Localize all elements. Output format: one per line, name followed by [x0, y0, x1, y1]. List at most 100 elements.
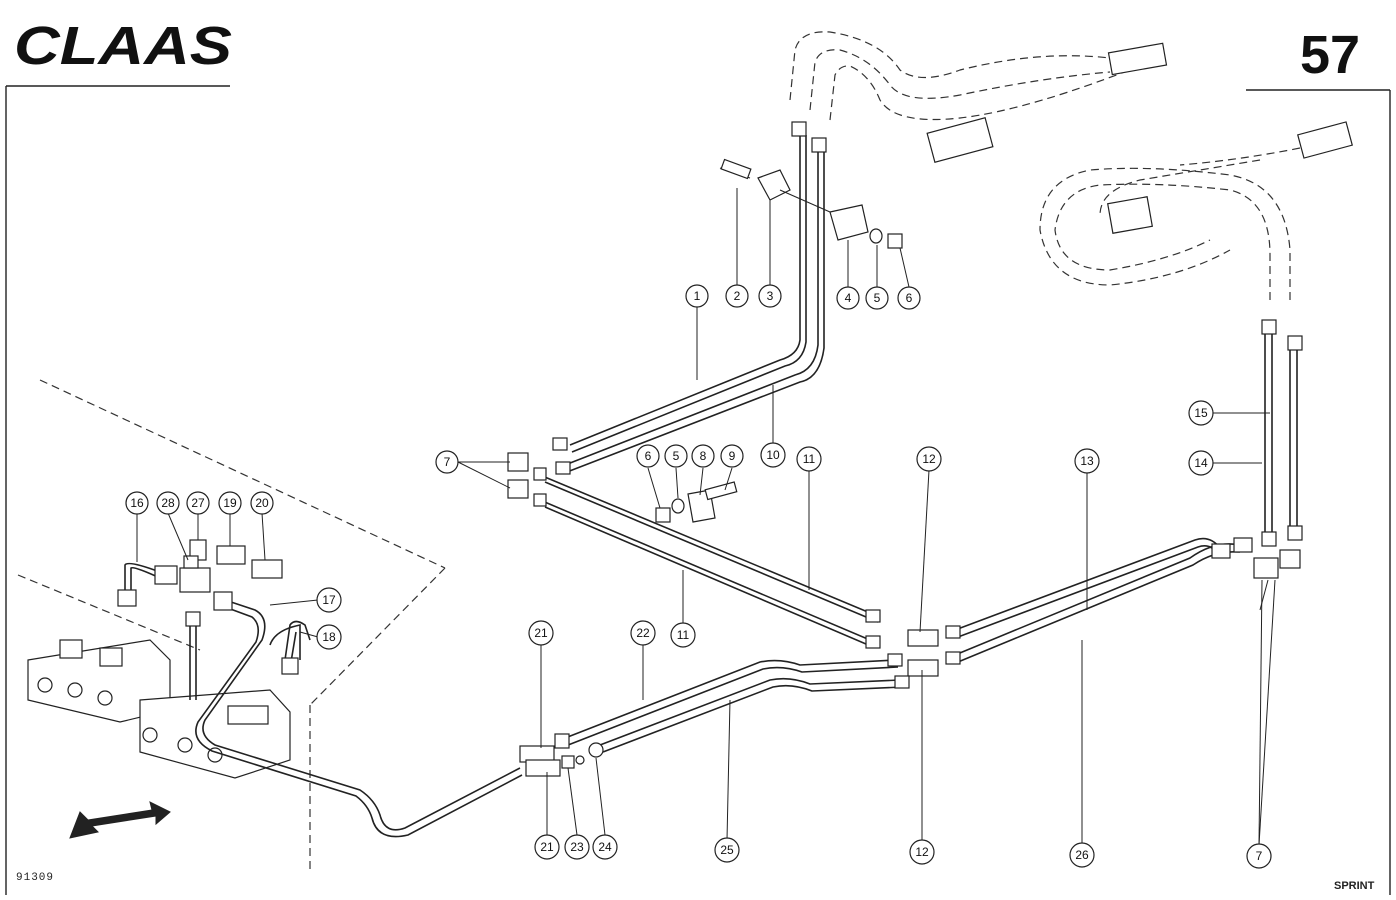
valve-port: [97, 690, 113, 706]
callout-7: 7: [435, 450, 459, 474]
svg-text:17: 17: [322, 593, 336, 607]
svg-text:23: 23: [570, 840, 584, 854]
callout-8: 8: [691, 444, 715, 468]
fitting-nut: [945, 651, 961, 665]
pipe-15: [1264, 330, 1273, 535]
fitting-nut: [554, 733, 570, 749]
svg-text:7: 7: [444, 455, 451, 469]
fitting-nut: [887, 653, 903, 667]
callout-10: 10: [760, 442, 786, 468]
control-valve-block: [27, 639, 291, 779]
nut-6: [887, 233, 903, 249]
pipe-1: [569, 135, 807, 453]
adapter-21: [525, 759, 561, 777]
callout-4: 4: [836, 286, 860, 310]
hose-upper-right-dashed: [1039, 121, 1353, 300]
callout-16: 16: [125, 491, 149, 515]
bolt-9: [704, 481, 738, 501]
drawing-number: 91309: [16, 872, 55, 884]
svg-text:1: 1: [694, 289, 701, 303]
callout-22: 22: [630, 620, 656, 646]
fitting-nut: [185, 611, 201, 627]
fitting-nut: [552, 437, 568, 451]
callout-23: 23: [564, 834, 590, 860]
svg-text:21: 21: [534, 626, 548, 640]
callouts: 1 2 3 4 5 6 7 6 5 8 9 10 11 11 12 12 13 …: [125, 284, 1272, 869]
plug-20: [251, 559, 283, 579]
fitting-nut: [791, 121, 807, 137]
svg-text:13: 13: [1080, 454, 1094, 468]
svg-text:14: 14: [1194, 456, 1208, 470]
callout-21: 21: [534, 834, 560, 860]
callout-6: 6: [636, 444, 660, 468]
pipe-18: [284, 620, 311, 663]
page-number: 57: [1300, 25, 1361, 85]
pipe-from-tee-down: [189, 625, 197, 700]
fitting-nut: [1261, 531, 1277, 547]
callout-6: 6: [897, 286, 921, 310]
valve-port: [37, 677, 53, 693]
valve-port: [67, 682, 83, 698]
elbow-7: [1279, 549, 1301, 569]
svg-text:5: 5: [874, 291, 881, 305]
pipe-17: [195, 599, 523, 838]
nut-24: [588, 742, 604, 758]
model-name: SPRINT: [1334, 880, 1375, 892]
pipe-14: [1289, 345, 1298, 530]
callout-17: 17: [316, 587, 342, 613]
callout-11: 11: [796, 446, 822, 472]
svg-text:2: 2: [734, 289, 741, 303]
valve-port: [177, 737, 193, 753]
fitting-nut: [865, 635, 881, 649]
callout-27: 27: [186, 491, 210, 515]
callout-1: 1: [685, 284, 709, 308]
svg-text:21: 21: [540, 840, 554, 854]
svg-text:25: 25: [720, 843, 734, 857]
svg-text:11: 11: [677, 628, 690, 642]
hose-upper-left-dashed: [789, 31, 1168, 163]
claas-logo: CLAAS: [14, 20, 232, 72]
callout-13: 13: [1074, 448, 1100, 474]
callout-24: 24: [592, 834, 618, 860]
elbow-7: [1253, 557, 1279, 579]
svg-text:7: 7: [1256, 849, 1263, 863]
fitting-nut: [894, 675, 910, 689]
callout-12: 12: [909, 839, 935, 865]
elbow-7: [507, 452, 529, 472]
fitting-nut: [154, 565, 178, 585]
svg-text:4: 4: [845, 291, 852, 305]
clamp-assembly-middle: [655, 481, 738, 523]
fitting-nut: [1261, 319, 1277, 335]
svg-text:20: 20: [255, 496, 269, 510]
bolt-2: [720, 158, 752, 180]
svg-text:22: 22: [636, 626, 650, 640]
pipe-22: [559, 659, 899, 748]
svg-text:9: 9: [729, 449, 736, 463]
svg-text:6: 6: [645, 449, 652, 463]
callout-15: 15: [1188, 400, 1214, 426]
clamp-assembly-upper: [719, 158, 903, 249]
callout-5: 5: [664, 444, 688, 468]
svg-text:11: 11: [803, 452, 816, 466]
clamp-block-4: [829, 204, 869, 241]
fitting-nut: [281, 657, 299, 675]
valve-port: [142, 727, 158, 743]
fitting-nut: [1287, 525, 1303, 541]
seal-ring: [575, 755, 585, 765]
fitting-nut: [117, 589, 137, 607]
callout-20: 20: [250, 491, 274, 515]
tee-12: [907, 629, 939, 647]
svg-text:12: 12: [915, 845, 929, 859]
svg-text:28: 28: [161, 496, 175, 510]
direction-arrow-icon: [69, 801, 171, 839]
fitting-nut: [555, 461, 571, 475]
callout-14: 14: [1188, 450, 1214, 476]
pipe-10: [564, 145, 825, 473]
svg-text:3: 3: [767, 289, 774, 303]
nut-28: [183, 555, 199, 569]
leader-lines: [136, 188, 1276, 846]
brand-text: CLAAS: [14, 20, 232, 72]
o-ring-23: [561, 755, 575, 769]
callout-2: 2: [725, 284, 749, 308]
